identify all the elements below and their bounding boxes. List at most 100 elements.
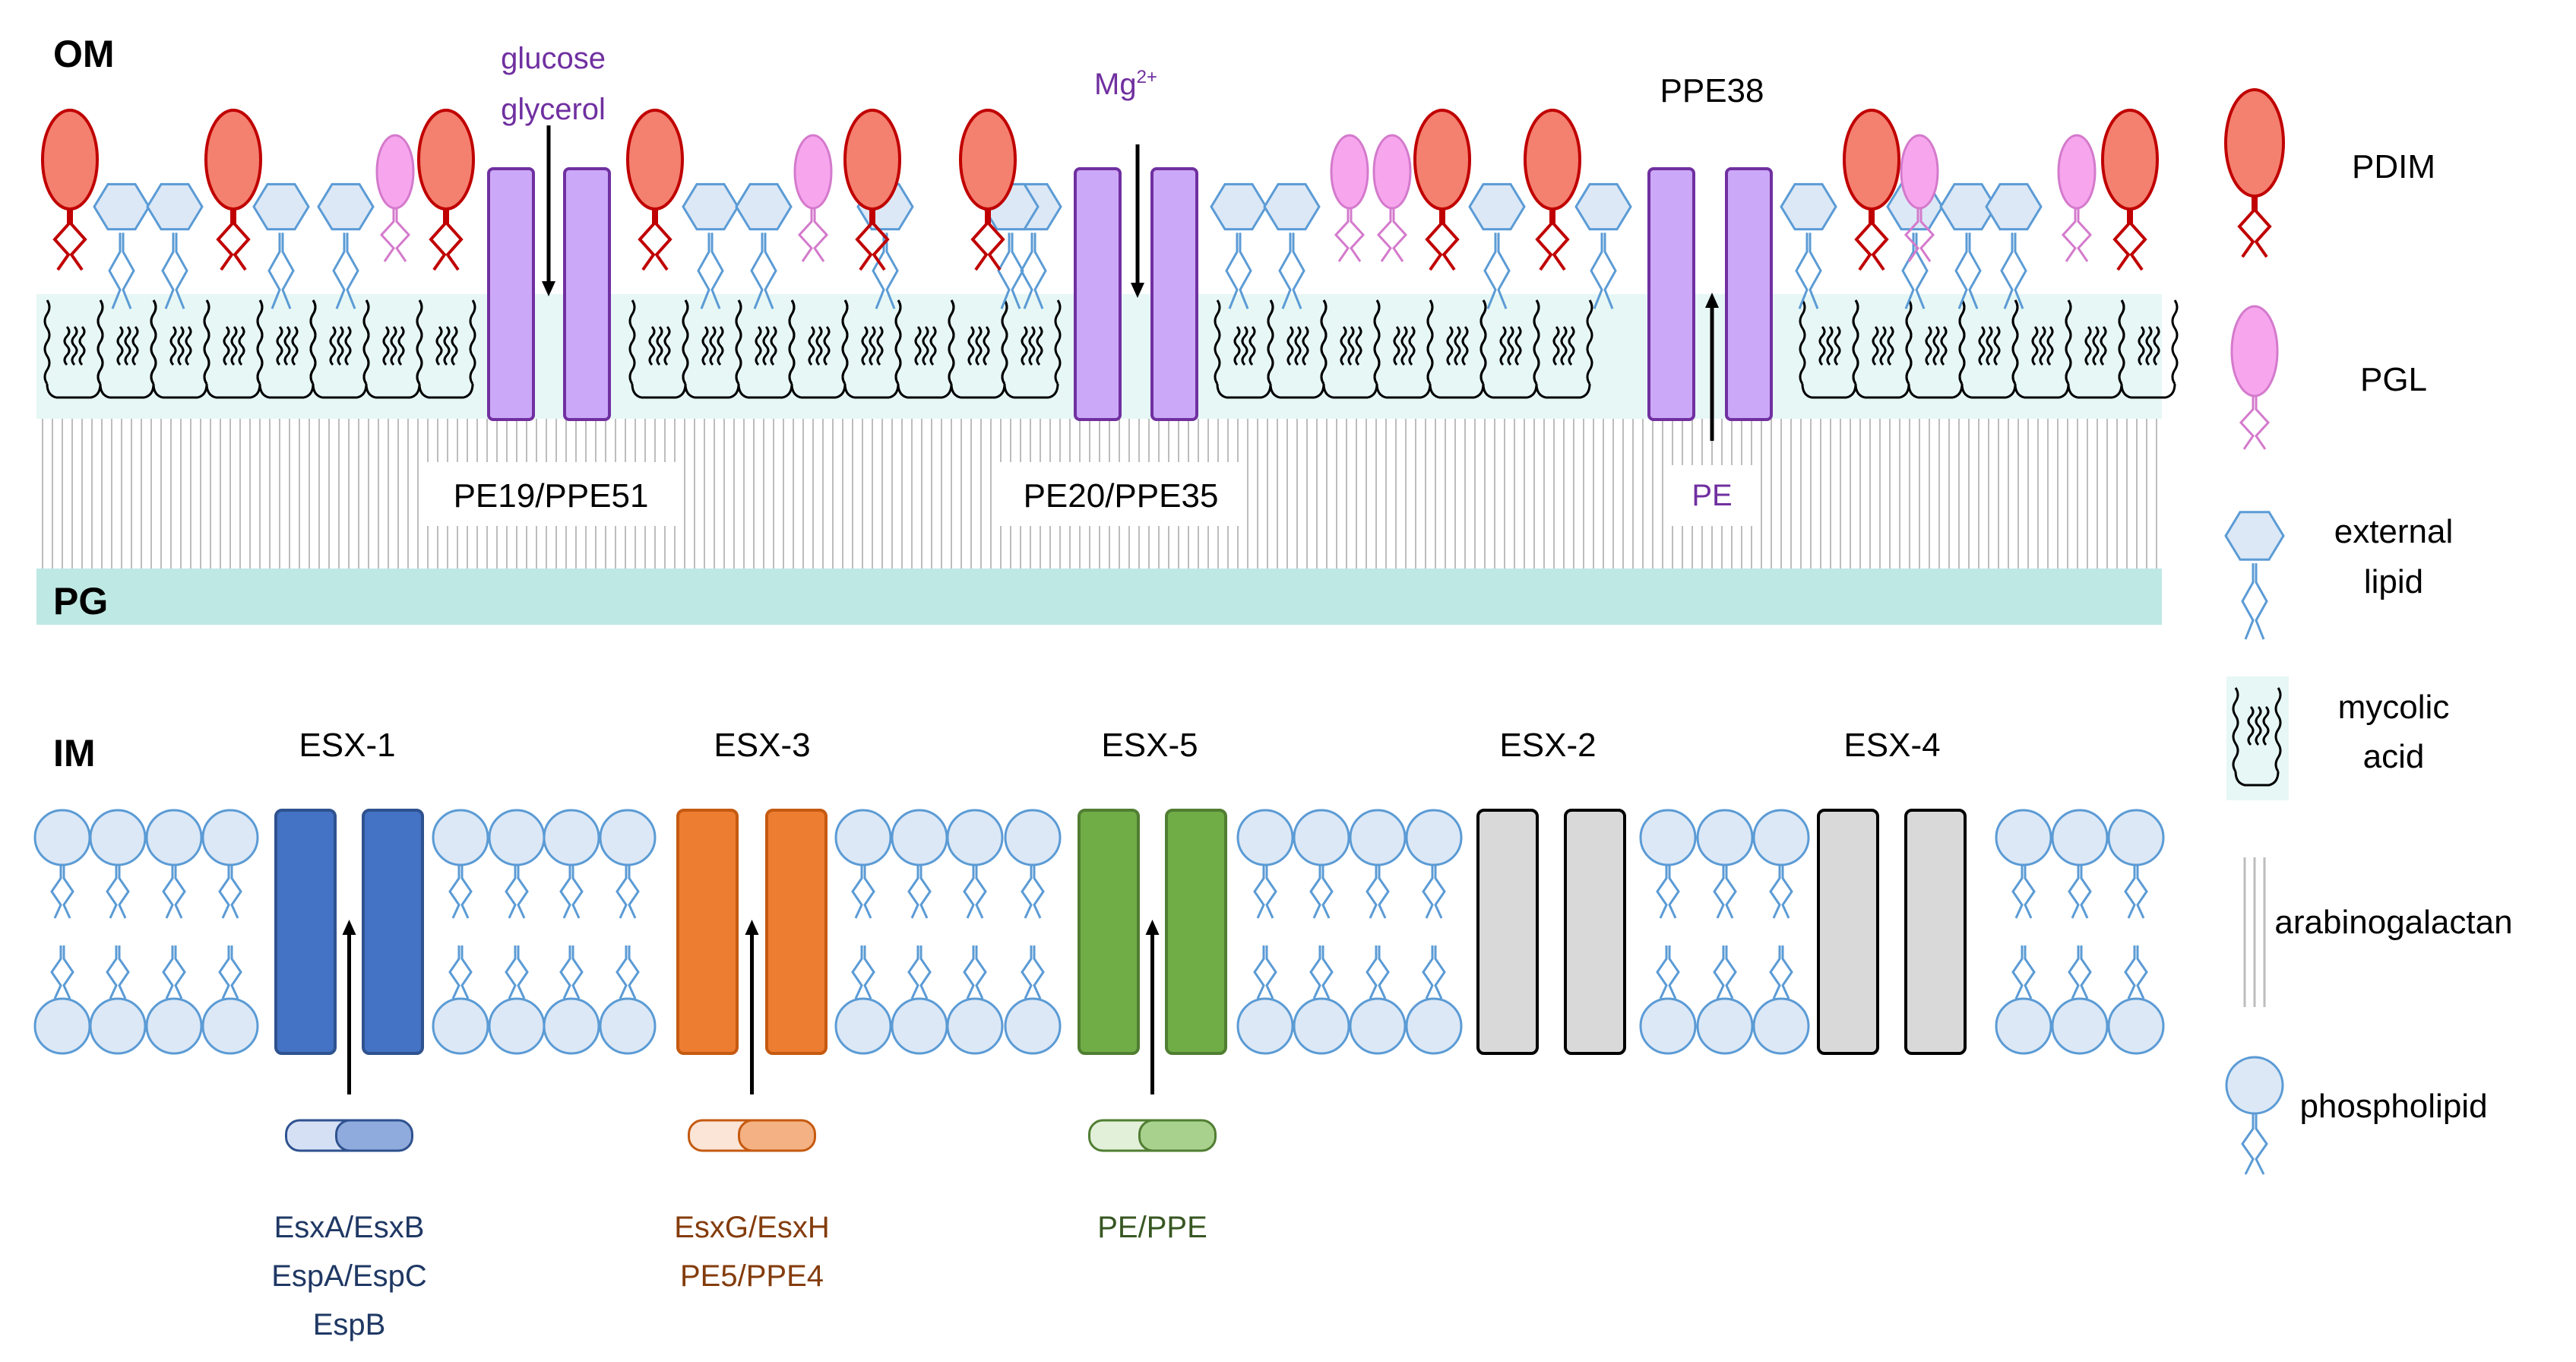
substrate-part-2 bbox=[738, 1119, 816, 1152]
glucose-glycerol-import-arrow bbox=[542, 125, 555, 296]
mg2-import-arrow bbox=[1131, 144, 1144, 298]
phospholipid-tail-bottom bbox=[2124, 945, 2148, 999]
glucose-label: glucose bbox=[501, 42, 606, 75]
phospholipid-head-top bbox=[1405, 809, 1463, 866]
external-lipid-molecule bbox=[93, 182, 150, 309]
legend-label: acid bbox=[2363, 738, 2425, 775]
mycolic-acid-path bbox=[416, 299, 476, 399]
phospholipid-molecule bbox=[1995, 809, 2052, 1055]
phospholipid-head-top bbox=[2051, 809, 2109, 866]
porin-channel bbox=[1725, 167, 1773, 421]
phospholipid-head-bottom bbox=[432, 997, 489, 1055]
phospholipid-head-top bbox=[599, 809, 657, 866]
phospholipid-molecule bbox=[201, 809, 259, 1055]
mg2-label: Mg2+ bbox=[1094, 67, 1157, 101]
external-lipid-tail bbox=[1795, 233, 1822, 309]
pg-label: PG bbox=[53, 580, 108, 622]
external-lipid-molecule bbox=[252, 182, 310, 309]
phospholipid-tail-bottom bbox=[1253, 945, 1277, 999]
pgl-head bbox=[2057, 134, 2097, 210]
pgl-tail bbox=[2239, 396, 2271, 450]
arrow-head bbox=[542, 281, 555, 296]
external-lipid-head bbox=[1468, 182, 1526, 231]
external-lipid-molecule bbox=[682, 182, 739, 309]
phospholipid-head-bottom bbox=[1349, 997, 1407, 1055]
phospholipid-molecule bbox=[599, 809, 657, 1055]
pdim-tail bbox=[429, 209, 464, 271]
phospholipid-tail-top bbox=[2068, 865, 2092, 919]
legend-label: external bbox=[2334, 513, 2454, 550]
external-lipid-tail bbox=[1590, 233, 1617, 309]
mg-superscript: 2+ bbox=[1137, 67, 1157, 87]
external-lipid-molecule bbox=[1985, 182, 2043, 309]
om-label: OM bbox=[53, 33, 115, 75]
external-lipid-tail bbox=[697, 233, 724, 309]
glycerol-label: glycerol bbox=[501, 93, 606, 126]
phospholipid-head-top bbox=[1752, 809, 1810, 866]
mycolic-acid-layer bbox=[43, 299, 2179, 399]
mycolic-acid-path bbox=[1001, 299, 1062, 399]
esx-secretion-arrow bbox=[342, 920, 356, 1094]
phospholipid-head-top bbox=[891, 809, 948, 866]
phospholipid-tail-bottom bbox=[1021, 945, 1045, 999]
pdim-molecule bbox=[626, 109, 684, 271]
phospholipid-head-bottom bbox=[1236, 997, 1294, 1055]
phospholipid-head-top bbox=[432, 809, 489, 866]
porin-channel bbox=[487, 167, 535, 421]
phospholipid-tail-bottom bbox=[2068, 945, 2092, 999]
phospholipid-tail-top bbox=[218, 865, 242, 919]
phospholipid-head-bottom bbox=[1293, 997, 1350, 1055]
phospholipid-head-bottom bbox=[488, 997, 546, 1055]
external-lipid-tail bbox=[1954, 233, 1982, 309]
esx-channel-subunit bbox=[1817, 809, 1879, 1055]
external-lipid-tail bbox=[750, 233, 777, 309]
mycolic-acid-path bbox=[2118, 299, 2179, 399]
external-lipid-tail bbox=[267, 233, 295, 309]
external-lipid-molecule bbox=[1780, 182, 1837, 309]
pdim-molecule bbox=[417, 109, 475, 271]
phospholipid-tail-bottom bbox=[963, 945, 987, 999]
phospholipid-head-top bbox=[1349, 809, 1407, 866]
external-lipid-molecule bbox=[1939, 182, 1997, 309]
phospholipid-tail-top bbox=[505, 865, 529, 919]
phospholipid-molecule bbox=[1752, 809, 1810, 1055]
phospholipid-tail bbox=[2241, 1113, 2268, 1175]
esx-channel-subunit bbox=[274, 809, 337, 1055]
pgl-head bbox=[2230, 305, 2279, 398]
phospholipid-tail-top bbox=[50, 865, 74, 919]
phospholipid-head-bottom bbox=[1004, 997, 1062, 1055]
phospholipid-molecule bbox=[432, 809, 489, 1055]
phospholipid-tail-top bbox=[559, 865, 584, 919]
phospholipid-molecule bbox=[2051, 809, 2109, 1055]
external-lipid-tail bbox=[997, 233, 1024, 309]
phospholipid-tail-top bbox=[1422, 865, 1446, 919]
external-lipid-molecule bbox=[1468, 182, 1526, 309]
phospholipid-molecule bbox=[145, 809, 203, 1055]
arabinogalactan-layer bbox=[42, 419, 2157, 569]
pe-label: PE bbox=[1691, 479, 1732, 512]
mycolic-acid-unit bbox=[2118, 299, 2179, 399]
phospholipid-tail-bottom bbox=[1769, 945, 1793, 999]
phospholipid-head-bottom bbox=[834, 997, 892, 1055]
pgl-head bbox=[375, 134, 415, 210]
phospholipid-tail-top bbox=[162, 865, 186, 919]
phospholipid-molecule bbox=[1405, 809, 1463, 1055]
substrate-icon bbox=[688, 1119, 816, 1152]
external-lipid-tail bbox=[1020, 233, 1047, 309]
arabinogalactan-icon bbox=[2243, 857, 2266, 1007]
phospholipid-head-top bbox=[488, 809, 546, 866]
pdim-tail bbox=[855, 209, 890, 271]
pgl-molecule bbox=[2230, 305, 2279, 450]
arrow-head bbox=[1145, 920, 1160, 935]
legend-label: mycolic bbox=[2338, 689, 2450, 726]
phospholipid-tail-top bbox=[1656, 865, 1680, 919]
pe19-ppe51-label-bg bbox=[426, 462, 676, 526]
esx-name-label: ESX-1 bbox=[299, 727, 395, 764]
phospholipid-head-bottom bbox=[891, 997, 948, 1055]
phospholipid-tail-top bbox=[1769, 865, 1793, 919]
pdim-molecule bbox=[1413, 109, 1471, 271]
external-lipid-head bbox=[1210, 182, 1267, 231]
